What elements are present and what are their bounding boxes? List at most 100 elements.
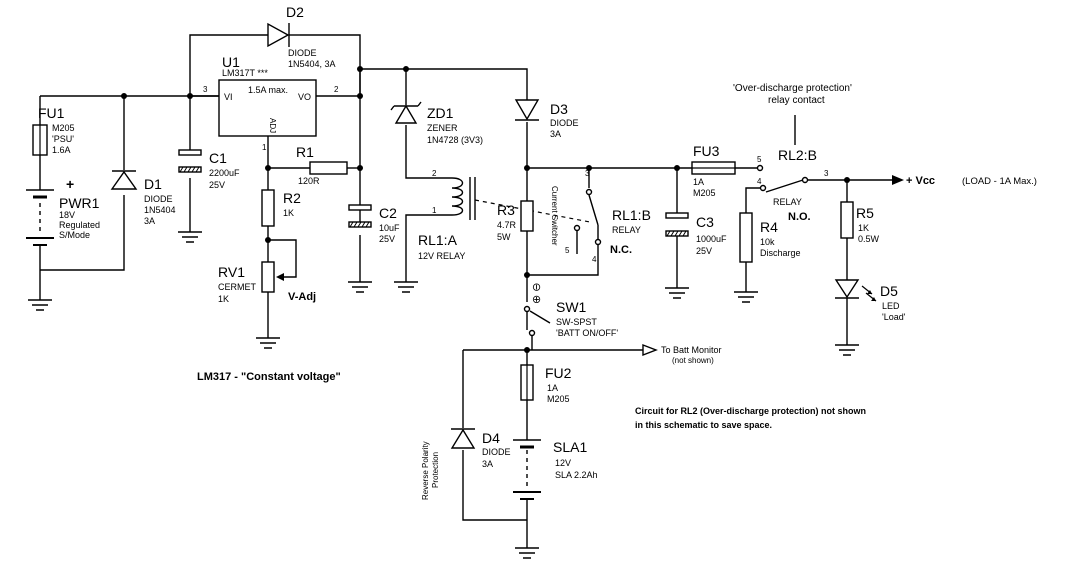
- ground-symbol: [515, 547, 539, 559]
- ground-symbol: [256, 337, 280, 349]
- capacitor-c1: C1 2200uF 25V: [178, 149, 240, 190]
- pwr1-mode: S/Mode: [59, 230, 90, 240]
- switch-sw1: ⊕ ⊖ SW1 SW-SPST 'BATT ON/OFF': [523, 283, 618, 338]
- supply-pwr1: + PWR1 18V Regulated S/Mode: [26, 176, 100, 246]
- rl1b-type: RELAY: [612, 225, 641, 235]
- load-note: (LOAD - 1A Max.): [962, 176, 1037, 187]
- sw1-label: 'BATT ON/OFF': [556, 328, 618, 338]
- rv1-value: 1K: [218, 294, 229, 304]
- sw1-ref: SW1: [556, 299, 587, 315]
- r3-value: 4.7R: [497, 220, 517, 230]
- d3-ref: D3: [550, 101, 568, 117]
- ground-symbol: [665, 287, 689, 299]
- fu2-type: M205: [547, 394, 570, 404]
- rl2b-caption-1: 'Over-discharge protection': [733, 83, 852, 94]
- fu1-value: M205: [52, 123, 75, 133]
- r4-value: 10k: [760, 237, 775, 247]
- r4-ref: R4: [760, 219, 778, 235]
- d4-rating: 3A: [482, 459, 493, 469]
- circuit-title: LM317 - "Constant voltage": [197, 371, 341, 383]
- diode-d1: D1 DIODE 1N5404 3A: [110, 170, 176, 226]
- ground-symbol: [394, 281, 418, 293]
- rl2b-caption-2: relay contact: [768, 95, 825, 106]
- rl1b-pin-b: 5: [565, 246, 570, 255]
- d1-ref: D1: [144, 176, 162, 192]
- d4-ref: D4: [482, 430, 500, 446]
- r2-value: 1K: [283, 208, 294, 218]
- fuse-fu2: FU2 1A M205: [520, 364, 572, 404]
- rl1a-pin-top: 2: [432, 169, 437, 178]
- fu3-type: M205: [693, 188, 716, 198]
- capacitor-c2: C2 10uF 25V: [348, 204, 400, 244]
- relay-coil-rl1a: 2 1 RL1:A 12V RELAY: [418, 169, 591, 261]
- zd1-type: ZENER: [427, 123, 458, 133]
- u1-ref: U1: [222, 54, 240, 70]
- resistor-r2: R2 1K: [261, 189, 301, 227]
- sla1-type: SLA 2.2Ah: [555, 470, 598, 480]
- c1-ref: C1: [209, 150, 227, 166]
- relay-contact-rl2b: 5 4 3 RL2:B RELAY N.O. 'Over-discharge p…: [733, 83, 852, 223]
- batt-monitor-note: (not shown): [672, 356, 714, 365]
- diode-d4: D4 DIODE 3A Reverse Polarity Protection: [421, 428, 511, 500]
- ground-symbol: [734, 291, 758, 303]
- ground-symbol: [348, 281, 372, 293]
- r3-rating: 5W: [497, 232, 511, 242]
- r3-side-label: Current Switcher: [550, 186, 559, 246]
- wire-sw1: [526, 312, 533, 350]
- rv1-adj-label: V-Adj: [288, 291, 316, 303]
- fu3-value: 1A: [693, 177, 704, 187]
- resistor-r4: R4 10k Discharge: [739, 212, 801, 263]
- d2-ref: D2: [286, 4, 304, 20]
- rl1b-ref: RL1:B: [612, 207, 651, 223]
- resistor-r1: R1 120R: [296, 144, 348, 186]
- rl2b-contact: N.O.: [788, 211, 811, 223]
- sw1-polarity-symbols: ⊕ ⊖: [531, 283, 543, 305]
- rv1-type: CERMET: [218, 282, 257, 292]
- battery-sla1: SLA1 12V SLA 2.2Ah: [513, 439, 598, 500]
- r2-ref: R2: [283, 190, 301, 206]
- vcc-output: + Vcc (LOAD - 1A Max.): [892, 175, 1037, 187]
- ground-symbols: [28, 231, 859, 559]
- wire-output-rail: [360, 68, 528, 100]
- junction: [357, 93, 363, 99]
- c1-value: 2200uF: [209, 168, 240, 178]
- r1-ref: R1: [296, 144, 314, 160]
- d1-rating: 3A: [144, 216, 155, 226]
- fuse-fu1: FU1 M205 'PSU' 1.6A: [32, 105, 75, 156]
- fuse-fu3: FU3 1A M205: [691, 143, 736, 198]
- d5-type: LED: [882, 301, 900, 311]
- junction: [357, 66, 363, 72]
- r4-label: Discharge: [760, 248, 801, 258]
- wire-r4: [745, 187, 760, 292]
- d3-type: DIODE: [550, 118, 579, 128]
- pwr1-plus: +: [66, 176, 74, 192]
- junction: [586, 165, 592, 171]
- fu3-ref: FU3: [693, 143, 720, 159]
- junction: [524, 165, 530, 171]
- zener-zd1: ZD1 ZENER 1N4728 (3V3): [390, 101, 483, 145]
- junction: [403, 66, 409, 72]
- rl1b-pin-a: 3: [585, 169, 590, 178]
- c2-ref: C2: [379, 205, 397, 221]
- rv1-ref: RV1: [218, 264, 245, 280]
- c3-ref: C3: [696, 214, 714, 230]
- rl1a-type: 12V RELAY: [418, 251, 465, 261]
- vcc-label: + Vcc: [906, 175, 935, 187]
- junction: [524, 347, 530, 353]
- pwr1-type: Regulated: [59, 220, 100, 230]
- d1-part: 1N5404: [144, 205, 176, 215]
- sla1-ref: SLA1: [553, 439, 587, 455]
- d3-rating: 3A: [550, 129, 561, 139]
- wire-coil-bottom: [405, 214, 452, 282]
- rl2b-pin-a: 5: [757, 155, 762, 164]
- capacitor-c3: C3 1000uF 25V: [665, 212, 727, 256]
- junction: [524, 272, 530, 278]
- wire-d1-bottom: [40, 195, 125, 271]
- junction: [844, 177, 850, 183]
- rl1b-pin-c: 4: [592, 255, 597, 264]
- c3-value: 1000uF: [696, 234, 727, 244]
- regulator-u1: U1 LM317T *** 1.5A max. VI VO ADJ 3 2 1: [190, 54, 339, 152]
- batt-monitor-label: To Batt Monitor: [661, 345, 722, 355]
- pwr1-ref: PWR1: [59, 195, 100, 211]
- junction: [265, 237, 271, 243]
